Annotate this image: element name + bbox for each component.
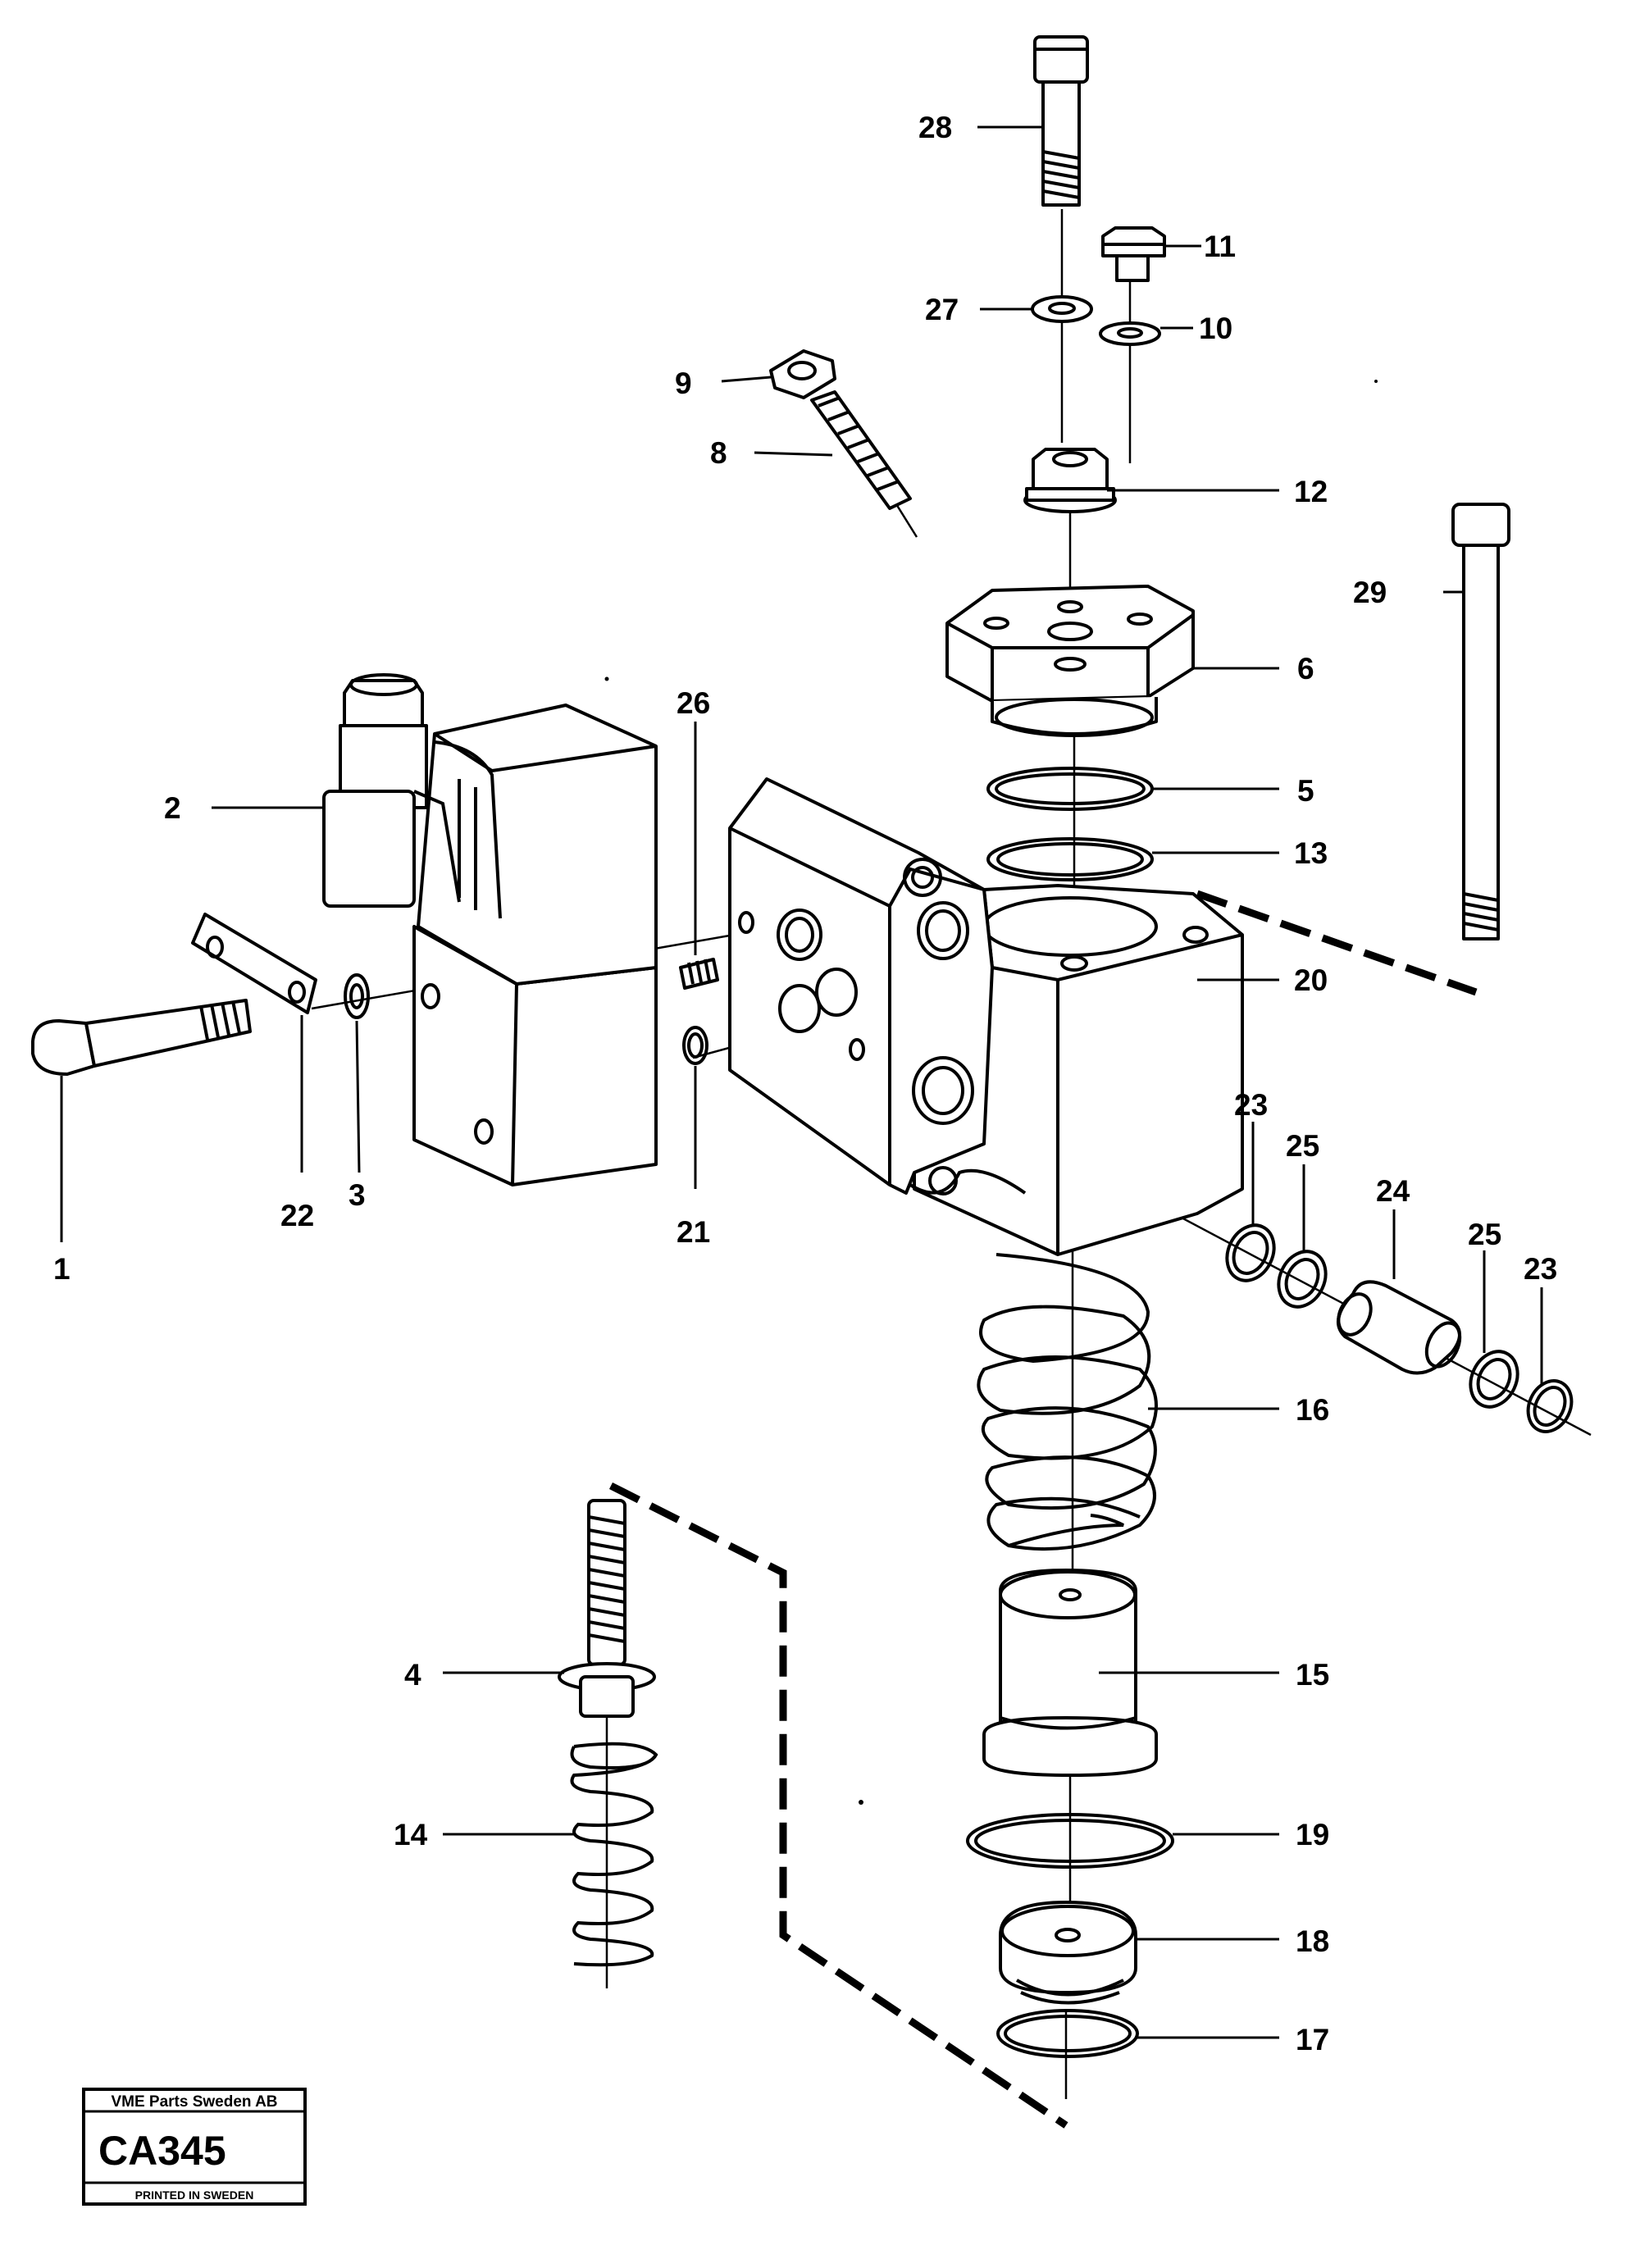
label-19: 19 [1296,1818,1329,1851]
part-3-washer [344,973,370,1019]
part-2-solenoid [322,673,658,1186]
label-23-left: 23 [1234,1088,1268,1122]
label-21: 21 [677,1215,710,1249]
callout-labels: 28 11 27 10 9 8 12 29 6 26 5 2 13 20 23 … [53,111,1557,2056]
part-15-piston [982,1569,1158,1777]
part-12-flange-nut [1023,448,1117,513]
label-10: 10 [1199,312,1232,345]
label-5: 5 [1297,774,1314,808]
part-10-washer [1099,321,1161,346]
part-8-set-screw [810,390,912,510]
part-23-ring-left [1225,1223,1276,1282]
stamp-printed: PRINTED IN SWEDEN [135,2188,254,2202]
label-23-right: 23 [1524,1252,1557,1286]
part-24-sleeve [1337,1280,1462,1375]
label-13: 13 [1294,836,1328,870]
label-11: 11 [1204,230,1236,263]
part-26-plug-screw [679,958,719,990]
part-19-o-ring [966,1813,1174,1869]
part-5-o-ring [986,767,1154,811]
label-8: 8 [710,436,727,470]
label-1: 1 [53,1252,71,1286]
part-27-washer [1031,295,1093,323]
part-18-end-cap [999,1901,1137,2005]
label-20: 20 [1294,963,1328,997]
label-17: 17 [1296,2023,1329,2056]
label-27: 27 [925,293,959,326]
part-6-cover-plate [945,585,1195,737]
label-14: 14 [394,1818,428,1851]
stamp-code: CA345 [98,2128,226,2174]
label-25-left: 25 [1286,1129,1319,1163]
label-4: 4 [404,1658,421,1692]
label-24: 24 [1376,1174,1410,1208]
label-3: 3 [349,1178,366,1212]
label-6: 6 [1297,652,1314,685]
label-25-right: 25 [1468,1218,1501,1251]
part-23-ring-right [1526,1379,1574,1433]
part-16-spring [977,1253,1158,1551]
part-17-o-ring [996,2009,1139,2058]
label-22: 22 [280,1199,314,1232]
dashed-reference-lines [608,890,1478,2129]
catalogue-stamp: VME Parts Sweden AB CA345 PRINTED IN SWE… [82,2088,307,2206]
part-29-long-bolt [1451,503,1510,940]
part-1-screw [31,999,252,1076]
part-28-cap-screw [1033,35,1089,207]
part-4-adjusting-screw [558,1499,656,1718]
part-14-spring [570,1742,658,1967]
label-26: 26 [677,686,710,720]
label-15: 15 [1296,1658,1329,1692]
label-29: 29 [1353,576,1387,609]
part-25-ring-left [1277,1250,1328,1309]
label-9: 9 [675,367,692,400]
part-20-port-face [728,777,1027,1195]
stamp-company: VME Parts Sweden AB [111,2093,277,2111]
label-18: 18 [1296,1924,1329,1958]
label-28: 28 [918,111,952,144]
part-22-plate [191,913,317,1014]
part-25-ring-right [1469,1350,1519,1409]
label-12: 12 [1294,475,1328,508]
label-2: 2 [164,791,181,825]
label-16: 16 [1296,1393,1329,1427]
leader-lines [60,125,1543,2039]
part-21-o-ring [682,1026,708,1065]
scan-specks [604,380,1378,1805]
part-13-o-ring [986,837,1154,881]
part-9-nut [769,349,836,399]
part-11-plug [1101,226,1166,282]
